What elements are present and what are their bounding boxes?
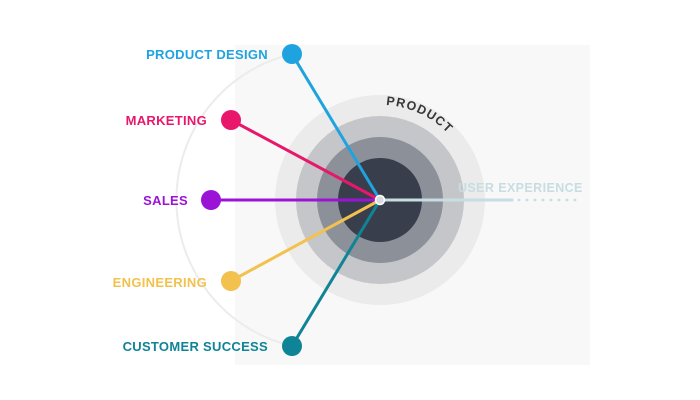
customer-success-label: CUSTOMER SUCCESS [123,339,268,354]
marketing-spoke [230,118,381,202]
hub-dot [374,194,386,206]
sales-dot [201,190,221,210]
product-design-dot [282,44,302,64]
sales-label: SALES [143,193,188,208]
customer-success-dot [282,336,302,356]
marketing-dot [221,110,241,130]
engineering-label: ENGINEERING [113,275,207,290]
customer-success-spoke [290,199,382,347]
marketing-label: MARKETING [126,113,207,128]
outer-arc [175,53,293,347]
user-experience-dots [517,198,577,202]
product-design-spoke [290,53,382,201]
engineering-spoke [230,198,381,283]
product-design-label: PRODUCT DESIGN [146,47,268,62]
engineering-dot [221,271,241,291]
user-experience-label: USER EXPERIENCE [458,181,583,195]
